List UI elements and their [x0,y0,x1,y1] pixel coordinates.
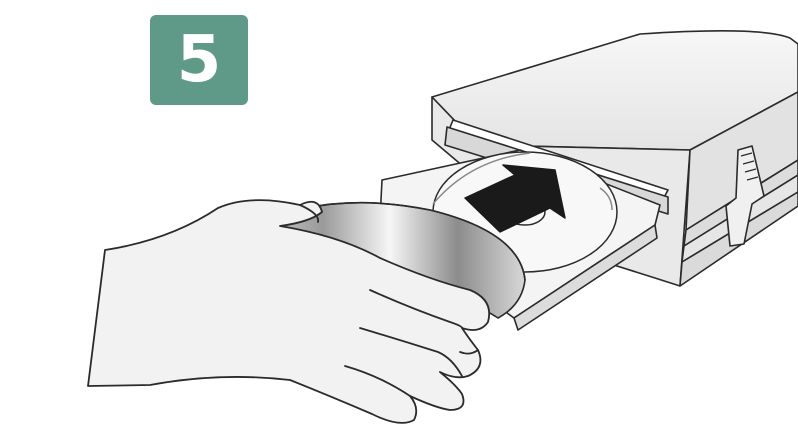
disc-insertion-illustration [0,0,798,433]
illustration-stage: 5 [0,0,798,433]
